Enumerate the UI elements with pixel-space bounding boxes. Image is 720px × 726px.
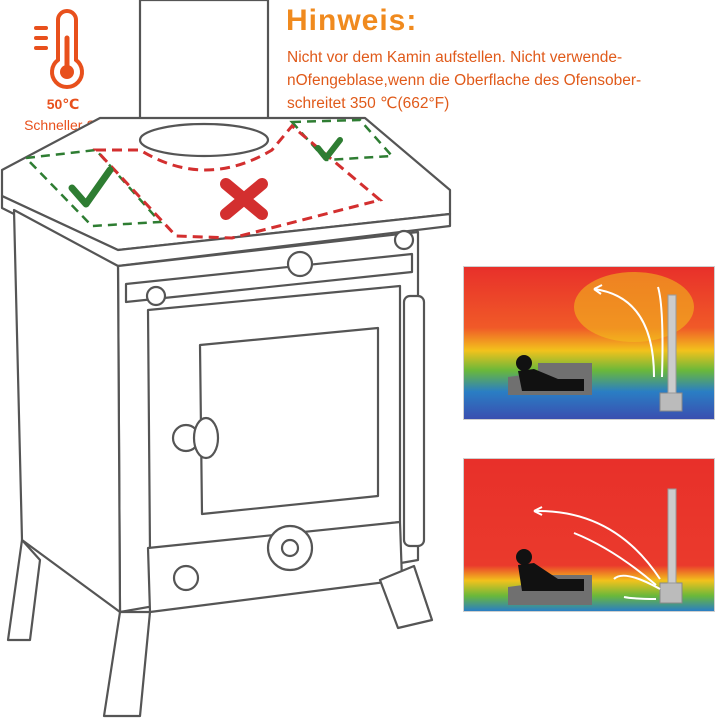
forbidden-zone	[92, 123, 384, 240]
heatmap-with-fan	[463, 458, 715, 612]
checkmark-icon	[315, 137, 343, 161]
stove-fan-icon	[659, 392, 683, 412]
stove-leg	[102, 610, 152, 718]
thermometer-icon	[34, 9, 84, 89]
notice-text: Nicht vor dem Kamin aufstellen. Nicht ve…	[287, 46, 715, 115]
notice-line: schreitet 350 ℃(662°F)	[287, 95, 450, 112]
cross-icon	[220, 178, 268, 220]
notice-title: Hinweis:	[286, 4, 418, 37]
temperature-label: 50℃	[46, 96, 80, 112]
notice-line: nOfengeblase,wenn die Oberflache des Ofe…	[287, 72, 642, 89]
air-flow-arrows-icon	[533, 506, 661, 600]
person-reading-icon	[516, 549, 532, 565]
heatmap-without-fan	[463, 266, 715, 420]
stove-leg	[6, 538, 42, 642]
air-flow-arrows-icon	[593, 284, 664, 378]
stove-illustration	[0, 0, 452, 718]
door-hinge	[402, 294, 426, 548]
allowed-zone	[23, 148, 163, 228]
drawer-knob	[172, 564, 200, 592]
allowed-zone	[289, 118, 395, 162]
person-reading-icon	[516, 355, 532, 371]
checkmark-icon	[68, 166, 114, 208]
notice-line: Nicht vor dem Kamin aufstellen. Nicht ve…	[287, 49, 623, 66]
stove-leg	[378, 564, 434, 630]
stove-fan-icon	[659, 582, 683, 604]
